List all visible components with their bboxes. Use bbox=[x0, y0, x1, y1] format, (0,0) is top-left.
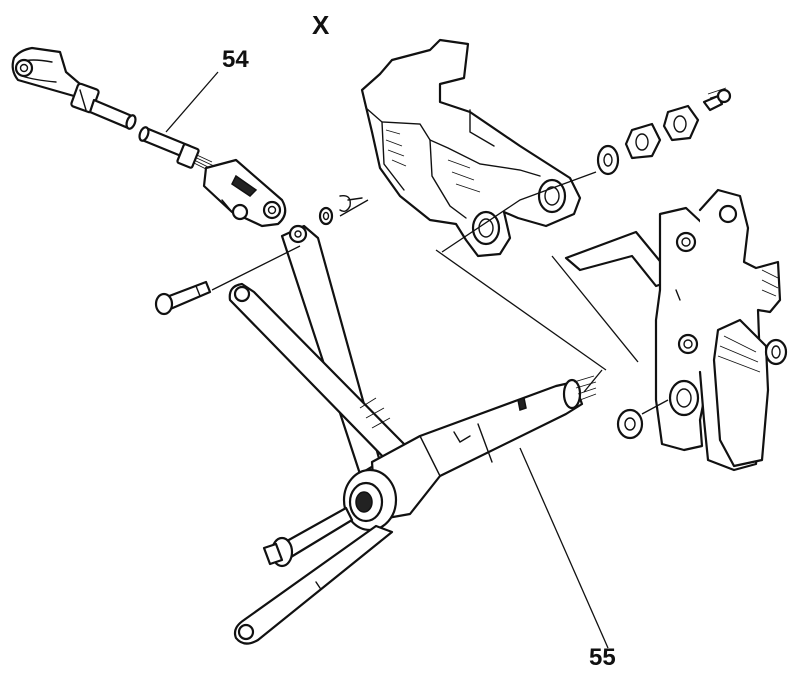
clevis-pin bbox=[154, 280, 212, 316]
bolt-nut-washer-stack bbox=[596, 87, 732, 176]
right-bracket-assembly bbox=[564, 188, 788, 472]
callout-55: 55 bbox=[589, 644, 616, 671]
view-label: X bbox=[312, 10, 330, 40]
callout-54: 54 bbox=[222, 46, 249, 73]
lever-shaft-assembly bbox=[228, 224, 597, 645]
leader-lines bbox=[165, 71, 669, 649]
upper-bracket bbox=[360, 38, 582, 258]
clevis-rod-assembly bbox=[11, 46, 287, 228]
clevis-washer-and-clip bbox=[318, 195, 363, 226]
bracket-washer bbox=[616, 408, 644, 440]
